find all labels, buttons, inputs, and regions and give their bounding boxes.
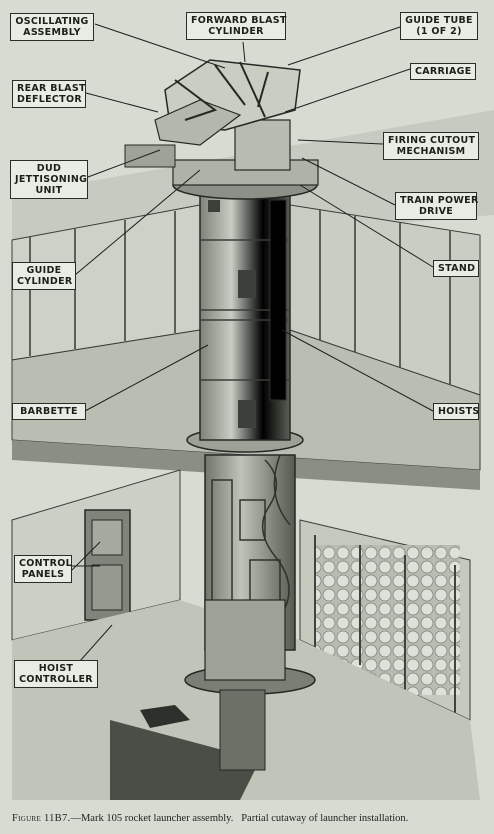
label-oscillating-assembly: OSCILLATING ASSEMBLY <box>10 13 94 41</box>
caption-text: —Mark 105 rocket launcher assembly. Part… <box>70 813 409 824</box>
label-control-panels: CONTROL PANELS <box>14 555 72 583</box>
label-barbette: BARBETTE <box>12 403 86 420</box>
figure-caption: Figure 11B7.—Mark 105 rocket launcher as… <box>12 813 488 824</box>
label-train-power-drive: TRAIN POWER DRIVE <box>395 192 478 220</box>
label-hoists: HOISTS <box>433 403 479 420</box>
label-dud-jettisoning-unit: DUD JETTISONING UNIT <box>10 160 88 199</box>
figure-label: Figure 11B7. <box>12 813 71 824</box>
label-guide-tube: GUIDE TUBE (1 OF 2) <box>400 12 478 40</box>
label-forward-blast-cylinder: FORWARD BLAST CYLINDER <box>186 12 286 40</box>
label-rear-blast-deflector: REAR BLAST DEFLECTOR <box>12 80 86 108</box>
label-guide-cylinder: GUIDE CYLINDER <box>12 262 76 290</box>
label-firing-cutout-mechanism: FIRING CUTOUT MECHANISM <box>383 132 479 160</box>
label-hoist-controller: HOIST CONTROLLER <box>14 660 98 688</box>
label-carriage: CARRIAGE <box>410 63 476 80</box>
label-stand: STAND <box>433 260 479 277</box>
